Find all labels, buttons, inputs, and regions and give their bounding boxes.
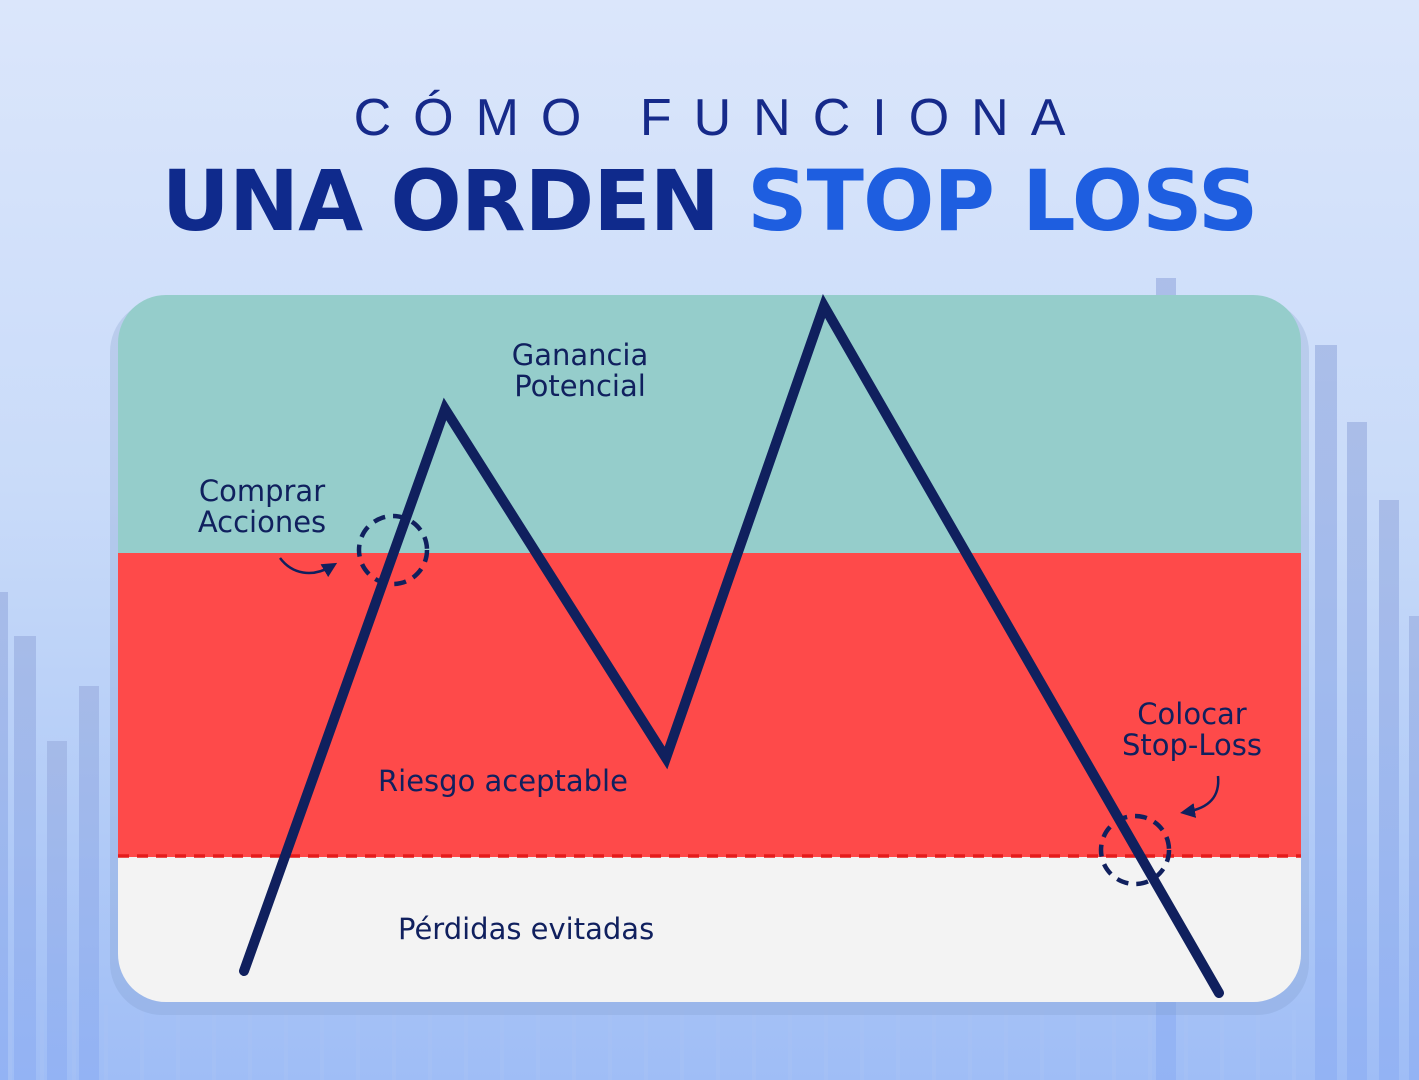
profit-zone	[118, 295, 1301, 553]
stop-loss-annotation: Colocar Stop-Loss	[1102, 699, 1282, 761]
buy-annotation-line-1: Comprar	[198, 474, 326, 508]
title-line-2-accent: STOP LOSS	[747, 152, 1258, 250]
buy-annotation-line-2: Acciones	[197, 505, 327, 539]
title-line-2: UNA ORDEN STOP LOSS	[0, 152, 1419, 250]
avoided-loss-zone	[118, 857, 1301, 1002]
stop-loss-arrow	[1180, 775, 1220, 818]
price-line	[239, 294, 1224, 998]
profit-zone-label-line-2: Potencial	[514, 369, 646, 403]
risk-zone	[118, 553, 1301, 857]
stop-loss-annotation-line-1: Colocar	[1137, 697, 1247, 731]
buy-point-marker	[356, 513, 430, 587]
profit-zone-label: Ganancia Potencial	[480, 340, 680, 402]
avoided-loss-zone-label: Pérdidas evitadas	[398, 912, 655, 946]
stop-loss-point-marker	[1098, 813, 1172, 887]
stop-loss-annotation-line-2: Stop-Loss	[1121, 728, 1262, 762]
title-line-1: CÓMO FUNCIONA	[353, 89, 1088, 147]
buy-annotation: Comprar Acciones	[172, 476, 352, 538]
title-line-2-main: UNA ORDEN	[161, 152, 720, 250]
risk-zone-label: Riesgo aceptable	[378, 764, 628, 798]
profit-zone-label-line-1: Ganancia	[511, 338, 649, 372]
buy-arrow	[279, 557, 338, 578]
